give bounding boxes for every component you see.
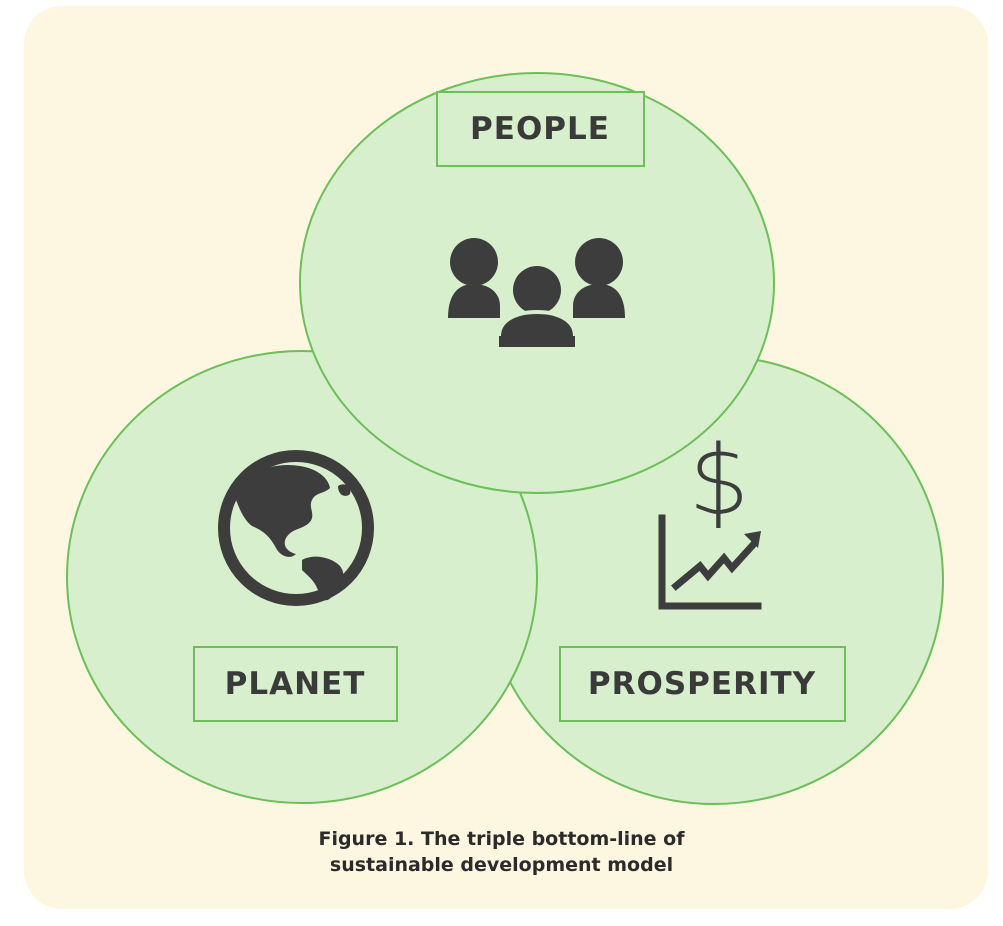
people-label-text: PEOPLE bbox=[470, 111, 610, 147]
planet-label-text: PLANET bbox=[225, 666, 366, 702]
caption-line-1: Figure 1. The triple bottom-line of bbox=[318, 828, 685, 850]
people-group-icon bbox=[448, 238, 625, 347]
planet-label: PLANET bbox=[193, 646, 398, 722]
people-label-box bbox=[436, 91, 645, 167]
dollar-growth-chart-icon: $ bbox=[658, 425, 762, 610]
dollar-sign-icon: $ bbox=[688, 425, 749, 537]
planet-label-box bbox=[193, 646, 398, 722]
prosperity-label-text: PROSPERITY bbox=[588, 666, 816, 702]
people-label: PEOPLE bbox=[436, 91, 645, 167]
globe-icon bbox=[218, 450, 374, 606]
caption-line-2: sustainable development model bbox=[329, 854, 674, 876]
figure-caption: Figure 1. The triple bottom-line of sust… bbox=[260, 826, 743, 878]
prosperity-label: PROSPERITY bbox=[559, 646, 846, 722]
prosperity-label-box bbox=[559, 646, 846, 722]
